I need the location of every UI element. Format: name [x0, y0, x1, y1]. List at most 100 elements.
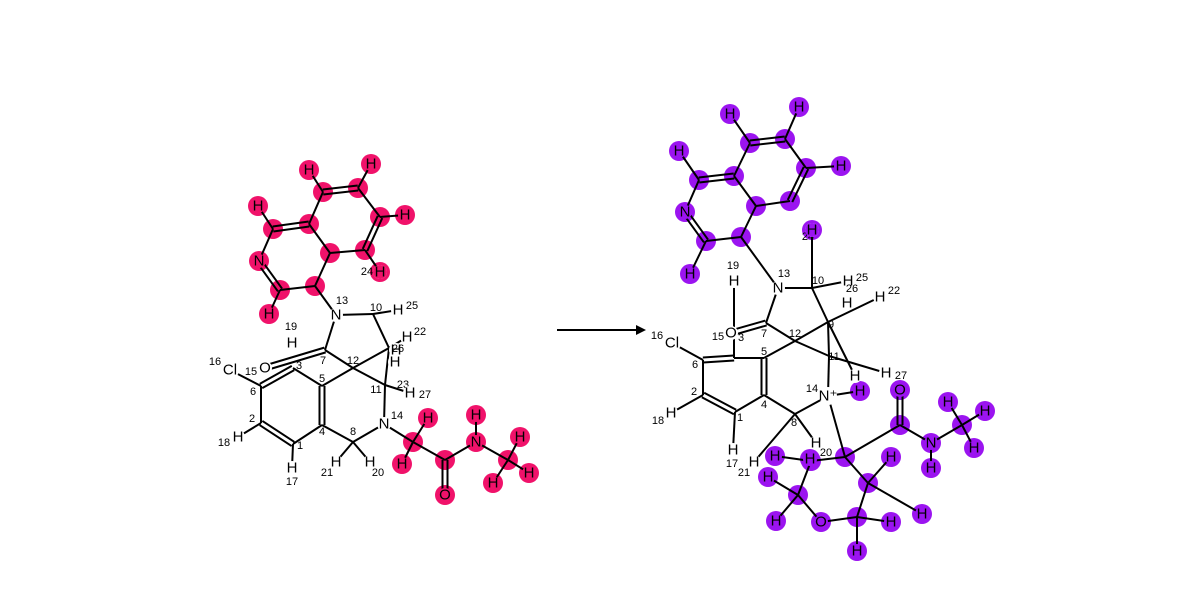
reactant-atom-l20: H — [365, 454, 376, 471]
reactant-atom-an: N — [471, 434, 482, 451]
reactant-atom-l17: H — [287, 460, 298, 477]
reactant-atom-number-l27: 27 — [419, 389, 431, 401]
product-atom-number-r20: 20 — [820, 447, 832, 459]
product-bond-p8-p9 — [786, 166, 805, 201]
reactant-label-bg-ah4 — [513, 430, 527, 444]
product-bond-p9-p7 — [784, 138, 807, 169]
product-atom-number-r26: 26 — [846, 283, 858, 295]
product-bond-pbc2-pbc3 — [856, 482, 869, 518]
reactant-atom-number-l5: 5 — [319, 373, 325, 385]
reactant-atom-l26: H — [391, 342, 402, 359]
product-bond-r11-r12 — [794, 340, 830, 357]
product-atom-r14: N⁺ — [819, 388, 838, 405]
product-atom-number-r21: 21 — [738, 467, 750, 479]
reactant-bond-q1-q2 — [279, 285, 316, 291]
product-label-bg-pbh7 — [884, 515, 898, 529]
reactant-bond-l11-l12 — [352, 367, 386, 386]
reactant-label-bg-ah6 — [486, 476, 500, 490]
product-atom-r26: H — [842, 295, 853, 312]
reactant-bond-q3-q8 — [329, 249, 366, 254]
reactant-label-bg-ah5 — [522, 466, 536, 480]
reactant-atom-number-l20: 20 — [372, 467, 384, 479]
reactant-bond-l3-l5 — [292, 367, 323, 387]
product-bond-r12-r5 — [763, 340, 796, 359]
reactant-atom-number-l1: 1 — [297, 440, 303, 452]
product-molecule: 123456789101112N13N⁺1415Cl16H17H18H19H20… — [651, 97, 995, 561]
reactant-label-bg-qh3 — [364, 157, 378, 171]
product-atom-number-r12: 12 — [789, 328, 801, 340]
reactant-atom-qh1: H — [253, 198, 264, 215]
product-bond-pbc2-pbh6 — [867, 482, 923, 515]
product-label-bg-pbh8 — [850, 544, 864, 558]
product-atom-number-r27: 27 — [895, 370, 907, 382]
reactant-atom-ao: O — [439, 487, 451, 504]
reactant-bond-l7-l28 — [263, 346, 325, 367]
product-atom-r20: H — [811, 435, 822, 452]
reactant-label-bg-l16 — [221, 361, 239, 379]
reaction-arrow — [557, 325, 646, 335]
product-atom-r17: H — [728, 442, 739, 459]
reactant-label-bg-l21 — [329, 455, 343, 469]
product-bond-p1-p2 — [705, 236, 742, 242]
product-bond-r4-r8 — [763, 394, 796, 415]
product-atom-number-r15: 15 — [712, 331, 724, 343]
reactant-label-bg-qh5 — [262, 307, 276, 321]
reactant-atom-number-l10: 10 — [370, 302, 382, 314]
reactant-label-bg-l23 — [388, 355, 402, 369]
reactant-label-bg-l19 — [285, 336, 299, 350]
product-label-bg-ph6 — [805, 223, 819, 237]
product-atom-r28: O — [725, 325, 737, 342]
product-atom-pbh11: H — [770, 448, 781, 465]
product-label-bg-pbh10 — [761, 470, 775, 484]
product-bond-pb1-pb2 — [844, 424, 901, 458]
reactant-label-bg-ah3 — [469, 408, 483, 422]
product-atom-number-r17: 17 — [726, 458, 738, 470]
reactant-label-bg-l28 — [258, 361, 272, 375]
reactant-label-bg-l25 — [391, 303, 405, 317]
product-bond-r4-r1 — [734, 394, 765, 413]
reactant-bond-q3-q1 — [314, 252, 331, 287]
product-atom-pbh4: H — [943, 394, 954, 411]
product-atom-number-r8: 8 — [791, 417, 797, 429]
reactant-atom-l27: H — [405, 385, 416, 402]
product-atom-pbh13: H — [855, 383, 866, 400]
product-bond-r1-r2 — [701, 396, 735, 416]
reactant-label-bg-l20 — [363, 455, 377, 469]
product-atom-r23: H — [850, 368, 861, 385]
product-bond-r9-r23 — [827, 321, 856, 377]
product-atom-number-r3: 3 — [738, 332, 744, 344]
product-label-bg-pbh3 — [924, 461, 938, 475]
product-atom-pbh9: H — [771, 513, 782, 530]
product-bond-r6-r3 — [703, 359, 735, 364]
product-atom-number-r4: 4 — [761, 399, 767, 411]
reactant-atom-ah3: H — [471, 407, 482, 424]
product-atom-r22: H — [875, 289, 886, 306]
product-atom-pn: N — [680, 204, 691, 221]
product-bond-r10-r9 — [811, 287, 829, 323]
product-bond-r1-r2 — [703, 391, 737, 411]
product-label-bg-pbh13 — [853, 384, 867, 398]
reactant-atom-number-l11: 11 — [370, 384, 381, 396]
reactant-label-bg-ah1 — [421, 411, 435, 425]
reactant-bond-q8-q9 — [361, 215, 379, 250]
product-atom-number-r5: 5 — [761, 346, 767, 358]
product-label-bg-pbo2 — [814, 515, 828, 529]
reactant-bond-q8-q9 — [366, 217, 384, 252]
reactant-label-bg-ah2 — [395, 457, 409, 471]
product-bond-p7-p6 — [750, 140, 786, 147]
product-atom-number-r25: 25 — [856, 272, 868, 284]
reactant-atom-ah4: H — [515, 429, 526, 446]
reactant-bond-q4-q3 — [308, 223, 331, 254]
product-bond-r12-r7 — [765, 322, 796, 342]
product-label-bg-pbh5 — [967, 441, 981, 455]
product-atom-number-r1: 1 — [737, 412, 743, 424]
product-atom-r18: H — [666, 405, 677, 422]
product-label-bg-r27 — [879, 366, 893, 380]
reactant-atom-number-l13: 13 — [336, 295, 348, 307]
reactant-bond-l10-l9 — [372, 313, 390, 349]
reactant-bond-l1-l2 — [261, 420, 295, 443]
reactant-atom-l23: H — [390, 354, 401, 371]
product-bond-p4-p3 — [733, 175, 757, 207]
product-atom-pbh6: H — [917, 506, 928, 523]
reactant-bond-l1-l2 — [259, 424, 293, 447]
